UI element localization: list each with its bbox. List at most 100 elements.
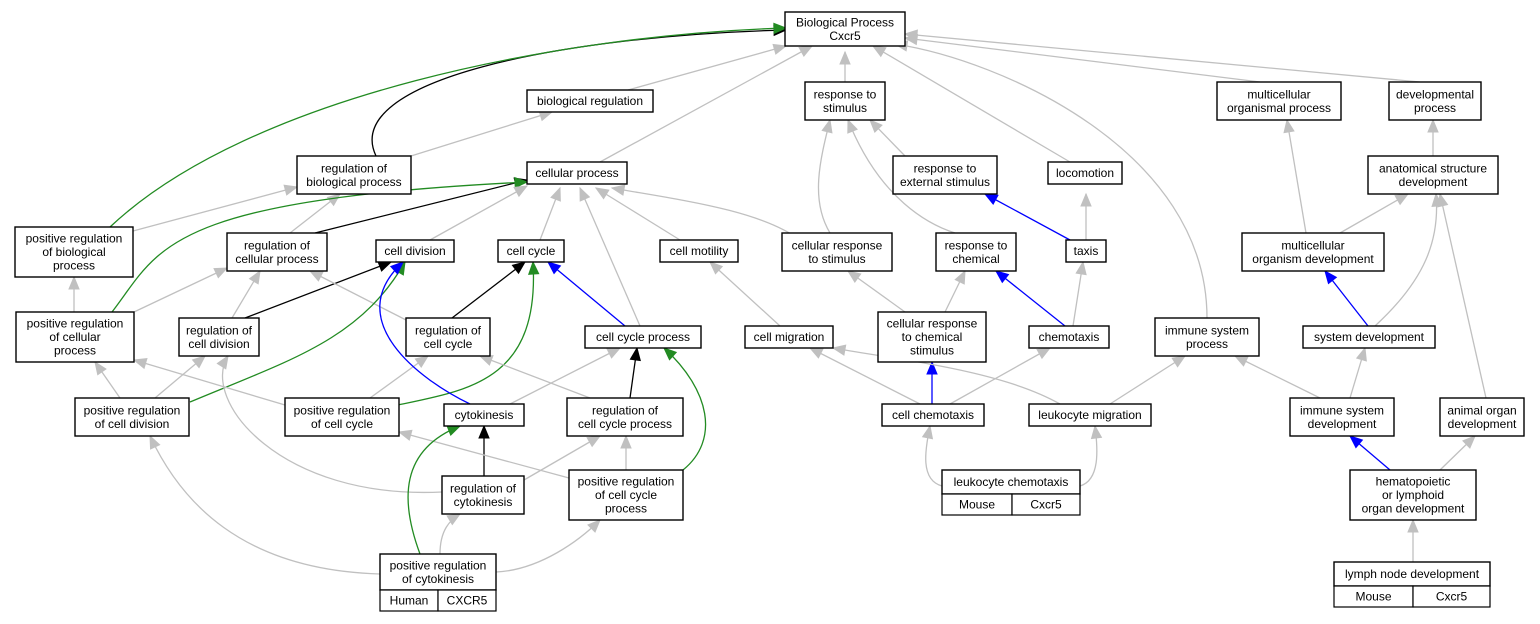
node-label-line: response to: [814, 87, 877, 101]
node-box: [497, 239, 565, 263]
node-box: [935, 232, 1017, 272]
go-term-locomotion[interactable]: locomotion: [1047, 161, 1123, 185]
go-term-cell-cycle[interactable]: cell cycle: [497, 239, 565, 263]
edge-pos_reg_bio-to-reg_bio-arrowhead: [283, 184, 299, 196]
edge-cytokinesis-to-cc_process-line: [509, 347, 621, 405]
go-term-leuk-mig[interactable]: leukocyte migration: [1028, 403, 1152, 427]
edge-dev_proc-to-root-arrowhead: [903, 29, 918, 41]
go-term-bioreg[interactable]: biological regulation: [526, 89, 654, 113]
edge-cell_resp_stim-to-resp_stim-arrowhead: [821, 118, 833, 134]
edge-locomotion-to-root-line: [872, 45, 1071, 163]
edge-sys_dev-to-multi_org_dev: [1324, 269, 1369, 327]
go-term-cell-div[interactable]: cell division: [375, 239, 455, 263]
node-label-line: animal organ: [1447, 403, 1516, 417]
edge-resp_chem-to-resp_stim-line: [847, 119, 956, 234]
go-term-taxis[interactable]: taxis: [1065, 239, 1107, 263]
edge-pos_reg_cytokinesis-to-pos_reg_ccp: [495, 519, 601, 573]
edge-multi_org_dev-to-multi_org-line: [1286, 119, 1307, 234]
node-box: [1154, 317, 1260, 357]
edge-leuk_chemotaxis-to-leuk_mig-arrowhead: [1090, 424, 1103, 440]
go-term-cytokinesis[interactable]: cytokinesis: [443, 403, 525, 427]
go-term-chemotaxis[interactable]: chemotaxis: [1028, 325, 1110, 349]
edge-chemotaxis-to-taxis: [1072, 260, 1087, 327]
edge-cell_resp_chem-to-cell_resp_stim: [846, 270, 906, 313]
edge-cell_cycle-to-cell_proc: [539, 186, 561, 241]
node-label-line: of cytokinesis: [402, 572, 474, 586]
node-label-line: cellular process: [535, 166, 618, 180]
node-box: [568, 469, 684, 521]
go-term-cell-chemotaxis[interactable]: cell chemotaxis: [881, 403, 985, 427]
node-box: [284, 397, 400, 437]
node-box: [441, 475, 525, 515]
node-box: [15, 311, 135, 363]
edge-reg_ccp-to-reg_cell_cycle: [478, 355, 591, 399]
go-term-cell-motility[interactable]: cell motility: [659, 239, 739, 263]
node-label-line: biological process: [306, 175, 401, 189]
node-box: [881, 403, 985, 427]
gene-cell: Cxcr5: [1011, 493, 1081, 516]
node-label-line: cellular response: [792, 238, 883, 252]
go-term-sys-dev[interactable]: system development: [1302, 325, 1436, 349]
node-label-line: cell cycle process: [578, 417, 672, 431]
edge-bioreg-to-root: [627, 43, 788, 91]
node-label-line: stimulus: [823, 101, 867, 115]
node-label-line: regulation of: [244, 238, 311, 252]
node-label-line: cell motility: [670, 244, 729, 258]
node-label-line: process: [53, 259, 95, 273]
node-label-line: cellular response: [887, 317, 978, 331]
go-term-cc-process[interactable]: cell cycle process: [584, 325, 702, 349]
edge-cell_chemotaxis-to-cell_migration-line: [809, 347, 921, 405]
gene-cell: Cxcr5: [1412, 585, 1491, 608]
edge-animal_organ-to-anat_dev-line: [1439, 193, 1487, 399]
edge-cell_motility-to-cell_proc: [594, 187, 681, 241]
edge-animal_organ-to-anat_dev: [1437, 192, 1487, 399]
edge-locomotion-to-root: [871, 45, 1071, 163]
edge-immune_dev-to-immune_proc-line: [1234, 355, 1321, 399]
go-term-cell-migration[interactable]: cell migration: [744, 325, 834, 349]
edge-reg_cytokinesis-to-reg_cell_div-arrowhead: [216, 354, 229, 370]
edge-cell_resp_stim-to-cell_proc: [610, 184, 801, 241]
node-box: [296, 155, 412, 195]
edge-multi_org_dev-to-multi_org: [1283, 118, 1307, 234]
edge-pos_reg_cell_proc-to-pos_reg_bio: [68, 275, 80, 312]
edge-multi_org_dev-to-anat_dev: [1339, 193, 1410, 234]
go-term-cell-proc[interactable]: cellular process: [526, 161, 628, 185]
edge-dev_proc-to-root-line: [904, 33, 1421, 83]
node-label-line: taxis: [1074, 244, 1099, 258]
node-label-line: hematopoietic: [1376, 475, 1451, 489]
edge-layer: [68, 22, 1487, 575]
node-label-line: to chemical: [902, 330, 963, 344]
edge-reg_ccp-to-cc_process: [629, 346, 641, 399]
edge-reg_bio-to-bioreg-line: [410, 111, 553, 157]
edge-pos_reg_ccp-to-reg_ccp: [620, 434, 632, 470]
